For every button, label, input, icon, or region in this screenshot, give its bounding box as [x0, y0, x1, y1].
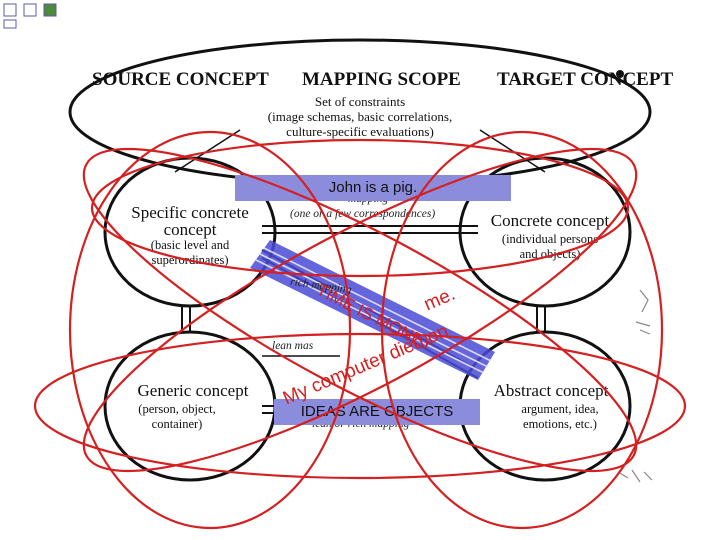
specific-title-line-2: concept: [163, 220, 217, 239]
corner-square-1: [3, 3, 17, 17]
scope-line-3: culture-specific evaluations): [286, 124, 434, 139]
scope-line-1: Set of constraints: [314, 94, 406, 109]
corner-squares-decoration: [3, 3, 57, 29]
target-concept-header: TARGET CONCEPT: [497, 69, 674, 90]
mapping-scope-header: MAPPING SCOPE: [302, 69, 461, 90]
specific-node-title: Specific concrete concept: [115, 204, 265, 238]
scope-constraints-text: Set of constraints (image schemas, basic…: [250, 94, 470, 139]
generic-node-sub: (person, object, container): [118, 402, 236, 432]
corner-square-3: [43, 3, 57, 17]
scope-line-2: (image schemas, basic correlations,: [267, 109, 453, 124]
corner-square-2: [23, 3, 37, 17]
concrete-node-title: Concrete concept: [490, 211, 610, 230]
concrete-sub-line-1: (individual persons: [501, 232, 599, 246]
red-ellipse-top-row: [90, 138, 630, 278]
generic-sub-line-1: (person, object,: [138, 402, 216, 416]
top-link-sub-label: (one or a few correspondences): [290, 208, 436, 220]
red-ellipse-bottom-row: [33, 332, 687, 480]
source-concept-header: SOURCE CONCEPT: [92, 69, 269, 90]
specific-title-line-1: Specific concrete: [131, 203, 249, 222]
abstract-sub-line-2: emotions, etc.): [523, 417, 597, 431]
corner-square-4: [3, 19, 17, 29]
red-ellipse-diagonal-down: [82, 147, 638, 473]
generic-node-title: Generic concept: [137, 381, 249, 400]
red-ellipse-right-column: [380, 130, 664, 530]
abstract-node-sub: argument, idea, emotions, etc.): [505, 402, 615, 432]
abstract-node-title: Abstract concept: [493, 381, 609, 400]
concrete-sub-line-2: and objects): [519, 247, 581, 261]
lean-mapping-label: lean mas: [272, 340, 314, 352]
generic-sub-line-2: container): [151, 417, 203, 431]
target-dot: [616, 70, 624, 78]
specific-sub-line-1: (basic level and: [150, 238, 230, 252]
red-ellipse-diagonal-up: [82, 147, 638, 473]
margin-scribble: [635, 289, 651, 335]
abstract-sub-line-1: argument, idea,: [521, 402, 599, 416]
concrete-node-sub: (individual persons and objects): [470, 232, 630, 262]
red-ellipse-left-column: [68, 130, 352, 530]
